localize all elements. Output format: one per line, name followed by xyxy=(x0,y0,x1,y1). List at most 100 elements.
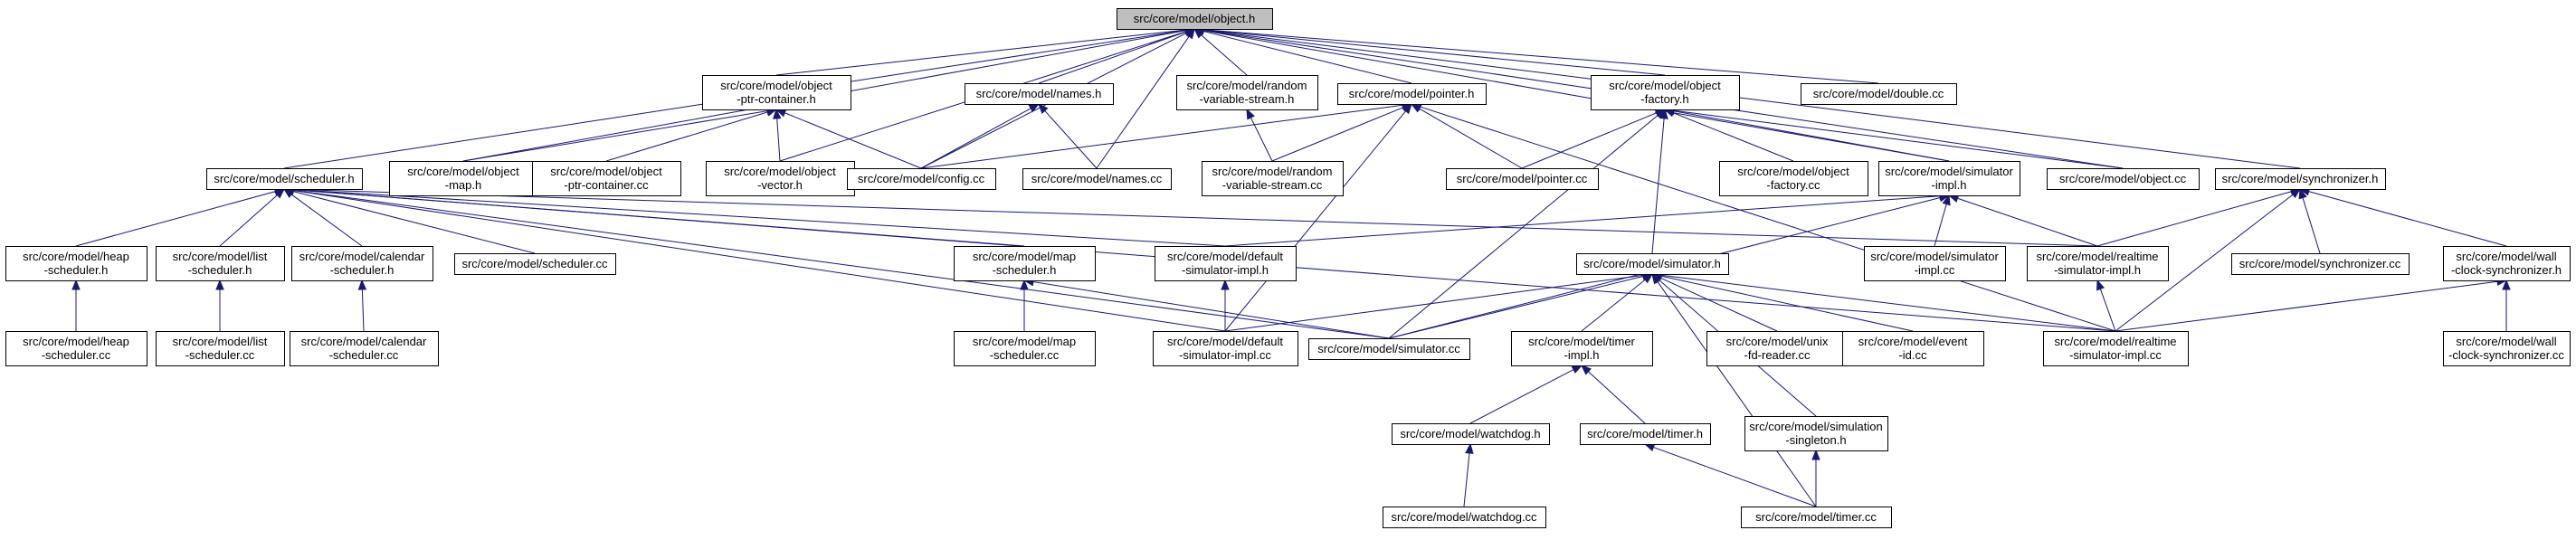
edge-arrowhead xyxy=(1654,109,1667,119)
edge-scheduler-cc-includes-scheduler-h xyxy=(282,187,536,254)
node-synchronizer-h[interactable]: src/core/model/synchronizer.h xyxy=(2215,168,2386,190)
node-random-variable-stream-cc[interactable]: src/core/model/random-variable-stream.cc xyxy=(1202,161,1344,196)
edge-arrowhead xyxy=(1581,365,1592,375)
node-random-variable-stream-h[interactable]: src/core/model/random-variable-stream.h xyxy=(1176,75,1318,110)
node-label: -simulator-impl.cc xyxy=(2069,348,2162,362)
edge-line xyxy=(292,189,1390,339)
node-list-scheduler-h[interactable]: src/core/model/list-scheduler.h xyxy=(156,246,285,281)
node-object-factory-h[interactable]: src/core/model/object-factory.h xyxy=(1591,75,1740,110)
node-default-simulator-impl-cc[interactable]: src/core/model/default-simulator-impl.cc xyxy=(1153,331,1298,366)
node-label: -fd-reader.cc xyxy=(1744,348,1811,362)
node-simulator-impl-cc[interactable]: src/core/model/simulator-impl.cc xyxy=(1864,246,2006,281)
edge-line xyxy=(1271,107,1403,162)
node-label: src/core/model/object xyxy=(407,165,519,178)
node-label: -variable-stream.h xyxy=(1200,92,1295,106)
edge-arrowhead xyxy=(1028,103,1041,113)
edge-line xyxy=(1032,281,1390,339)
node-box xyxy=(1153,331,1298,366)
node-unix-fd-reader-cc[interactable]: src/core/model/unix-fd-reader.cc xyxy=(1706,331,1849,366)
edge-wall-clock-synchronizer-h-includes-synchronizer-h xyxy=(2298,187,2507,247)
node-label: -impl.h xyxy=(1564,348,1599,362)
edge-heap-scheduler-cc-includes-heap-scheduler-h xyxy=(71,279,81,331)
node-simulator-impl-h[interactable]: src/core/model/simulator-impl.h xyxy=(1878,161,2020,196)
node-realtime-simulator-impl-h[interactable]: src/core/model/realtime-simulator-impl.h xyxy=(2027,246,2169,281)
edge-arrowhead xyxy=(1811,449,1820,460)
node-timer-h[interactable]: src/core/model/timer.h xyxy=(1580,423,1711,445)
node-label: src/core/model/synchronizer.h xyxy=(2222,172,2379,185)
node-calendar-scheduler-cc[interactable]: src/core/model/calendar-scheduler.cc xyxy=(290,331,439,366)
node-timer-impl-h[interactable]: src/core/model/timer-impl.h xyxy=(1511,331,1653,366)
node-event-id-cc[interactable]: src/core/model/event-id.cc xyxy=(1842,331,1984,366)
node-label: src/core/model/calendar xyxy=(299,250,425,263)
node-object-map-h[interactable]: src/core/model/object-map.h xyxy=(389,161,538,196)
edge-random-variable-stream-cc-includes-pointer-h xyxy=(1271,103,1413,162)
node-box xyxy=(1741,507,1892,528)
node-label: -variable-stream.cc xyxy=(1222,178,1323,192)
node-layer: src/core/model/object.h src/core/model/ob… xyxy=(5,8,2571,528)
node-wall-clock-synchronizer-h[interactable]: src/core/model/wall-clock-synchronizer.h xyxy=(2443,246,2571,281)
node-object-vector-h[interactable]: src/core/model/object-vector.h xyxy=(706,161,855,196)
node-box xyxy=(1383,507,1546,528)
node-names-h[interactable]: src/core/model/names.h xyxy=(965,83,1114,105)
node-label: src/core/model/watchdog.h xyxy=(1400,427,1540,441)
edge-line xyxy=(290,194,363,247)
edge-realtime-simulator-impl-h-includes-simulator-impl-h xyxy=(1947,194,2098,247)
node-label: src/core/model/simulator xyxy=(1870,250,1999,263)
edge-line xyxy=(1657,280,1817,507)
node-pointer-cc[interactable]: src/core/model/pointer.cc xyxy=(1446,168,1599,190)
node-calendar-scheduler-h[interactable]: src/core/model/calendar-scheduler.h xyxy=(291,246,433,281)
node-box xyxy=(206,168,363,190)
node-double-cc[interactable]: src/core/model/double.cc xyxy=(1801,83,1957,105)
node-scheduler-cc[interactable]: src/core/model/scheduler.cc xyxy=(454,253,616,275)
node-synchronizer-cc[interactable]: src/core/model/synchronizer.cc xyxy=(2231,253,2410,275)
node-box xyxy=(954,246,1096,281)
node-default-simulator-impl-h[interactable]: src/core/model/default-simulator-impl.h xyxy=(1155,246,1297,281)
node-label: -id.cc xyxy=(1898,348,1927,362)
node-object-ptr-container-h[interactable]: src/core/model/object-ptr-container.h xyxy=(702,75,851,110)
node-list-scheduler-cc[interactable]: src/core/model/list-scheduler.cc xyxy=(156,331,285,366)
node-label: -scheduler.cc xyxy=(990,348,1060,362)
node-label: src/core/model/wall xyxy=(2456,335,2556,348)
edge-random-variable-stream-cc-includes-random-variable-stream-h xyxy=(1246,108,1273,162)
node-object-ptr-container-cc[interactable]: src/core/model/object-ptr-container.cc xyxy=(532,161,681,196)
node-pointer-h[interactable]: src/core/model/pointer.h xyxy=(1337,83,1487,105)
edge-line xyxy=(1388,114,1659,339)
node-label: src/core/model/wall xyxy=(2456,250,2556,263)
node-box xyxy=(1801,83,1957,105)
node-box xyxy=(156,331,285,366)
node-box xyxy=(1878,161,2020,196)
node-timer-cc[interactable]: src/core/model/timer.cc xyxy=(1741,507,1892,528)
node-simulator-h[interactable]: src/core/model/simulator.h xyxy=(1576,253,1729,275)
node-label: src/core/model/heap xyxy=(23,250,129,263)
edge-simulator-impl-h-includes-object-factory-h xyxy=(1663,107,1950,162)
node-box xyxy=(1576,253,1729,275)
edge-line xyxy=(219,194,278,247)
node-heap-scheduler-h[interactable]: src/core/model/heap-scheduler.h xyxy=(5,246,147,281)
node-map-scheduler-h[interactable]: src/core/model/map-scheduler.h xyxy=(954,246,1096,281)
node-map-scheduler-cc[interactable]: src/core/model/map-scheduler.cc xyxy=(954,331,1096,366)
edge-pointer-cc-includes-pointer-h xyxy=(1410,103,1523,169)
edge-object-factory-cc-includes-object-factory-h xyxy=(1663,109,1794,162)
node-box xyxy=(156,246,285,281)
node-watchdog-h[interactable]: src/core/model/watchdog.h xyxy=(1392,423,1550,445)
node-object-cc[interactable]: src/core/model/object.cc xyxy=(2047,168,2200,190)
node-scheduler-h[interactable]: src/core/model/scheduler.h xyxy=(206,168,363,190)
edge-line xyxy=(1202,29,1879,84)
edge-arrowhead xyxy=(357,279,367,290)
node-heap-scheduler-cc[interactable]: src/core/model/heap-scheduler.cc xyxy=(5,331,147,366)
node-realtime-simulator-impl-cc[interactable]: src/core/model/realtime-simulator-impl.c… xyxy=(2043,331,2189,366)
node-object-h[interactable]: src/core/model/object.h xyxy=(1117,8,1273,30)
node-simulation-singleton-h[interactable]: src/core/model/simulation-singleton.h xyxy=(1744,416,1888,451)
node-label: -singleton.h xyxy=(1785,433,1846,447)
node-names-cc[interactable]: src/core/model/names.cc xyxy=(1022,168,1172,190)
node-config-cc[interactable]: src/core/model/config.cc xyxy=(847,168,996,190)
edge-arrowhead xyxy=(773,108,782,119)
node-box xyxy=(847,168,996,190)
node-object-factory-cc[interactable]: src/core/model/object-factory.cc xyxy=(1719,161,1868,196)
edge-line xyxy=(1224,274,1644,332)
node-wall-clock-synchronizer-cc[interactable]: src/core/model/wall-clock-synchronizer.c… xyxy=(2443,331,2571,366)
edge-line xyxy=(292,189,1226,247)
node-watchdog-cc[interactable]: src/core/model/watchdog.cc xyxy=(1383,507,1546,528)
node-simulator-cc[interactable]: src/core/model/simulator.cc xyxy=(1308,338,1470,360)
